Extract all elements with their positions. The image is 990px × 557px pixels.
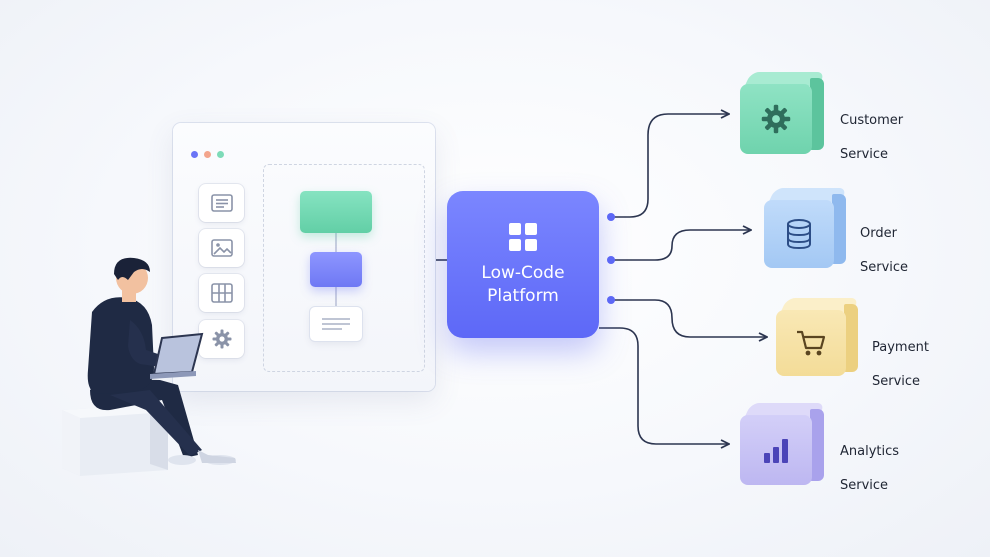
laptop-icon <box>150 332 204 379</box>
cube-side <box>810 409 824 481</box>
stool <box>62 405 168 476</box>
order-service-node[interactable] <box>764 188 848 270</box>
low-code-platform-node[interactable]: Low-Code Platform <box>447 191 599 338</box>
payment-service-label: Payment Service <box>872 322 929 407</box>
torso <box>87 297 154 394</box>
analytics-service-line2: Service <box>840 478 889 493</box>
port-dot-1 <box>607 213 615 221</box>
customer-service-line2: Service <box>840 147 889 162</box>
image-icon <box>210 239 233 257</box>
platform-label-line1: Low-Code <box>481 262 565 283</box>
analytics-service-label: Analytics Service <box>840 426 899 511</box>
analytics-service-node[interactable] <box>740 403 826 487</box>
payment-service-line2: Service <box>872 374 921 389</box>
port-dot-3 <box>607 296 615 304</box>
gear-icon <box>212 329 231 349</box>
order-service-label: Order Service <box>860 208 908 293</box>
flow-block-text[interactable] <box>310 307 362 341</box>
text-lines-icon <box>322 318 350 330</box>
window-dot-green <box>217 151 224 158</box>
port-dot-2 <box>607 256 615 264</box>
order-service-line1: Order <box>860 226 897 241</box>
shoe-left <box>168 455 196 465</box>
customer-service-node[interactable] <box>740 72 826 156</box>
analytics-service-line1: Analytics <box>840 444 900 459</box>
design-canvas[interactable] <box>263 164 425 372</box>
table-icon <box>210 283 233 303</box>
platform-label-line2: Platform <box>487 285 559 306</box>
tool-table[interactable] <box>199 274 244 312</box>
cart-icon <box>797 330 826 356</box>
window-dot-orange <box>204 151 211 158</box>
bar-chart-icon <box>764 439 788 463</box>
legs <box>90 379 202 458</box>
cube-side <box>810 78 824 150</box>
tool-image[interactable] <box>199 229 244 267</box>
connector-customer-service <box>611 114 728 218</box>
order-service-line2: Service <box>860 260 909 275</box>
database-icon <box>787 219 811 249</box>
connector-payment-service <box>611 299 766 337</box>
payment-service-line1: Payment <box>872 340 929 355</box>
gear-icon <box>761 104 791 134</box>
hair <box>114 257 150 280</box>
cube-side <box>844 304 858 372</box>
cube-face <box>764 200 834 268</box>
list-icon <box>210 194 233 212</box>
platform-label: Low-Code Platform <box>481 262 564 308</box>
developer-illustration <box>62 257 236 476</box>
connector-analytics-service <box>599 327 728 444</box>
cube-face <box>776 310 846 376</box>
window-dot-blue <box>191 151 198 158</box>
grid-icon <box>509 222 537 251</box>
customer-service-line1: Customer <box>840 113 904 128</box>
customer-service-label: Customer Service <box>840 95 903 180</box>
flow-block-purple[interactable] <box>310 252 362 287</box>
cube-side <box>832 194 846 264</box>
flow-block-green[interactable] <box>300 191 372 233</box>
cube-face <box>740 415 812 485</box>
tool-list[interactable] <box>199 184 244 222</box>
tool-settings[interactable] <box>199 320 244 358</box>
connector-order-service <box>611 230 750 261</box>
cube-face <box>740 84 812 154</box>
payment-service-node[interactable] <box>776 298 860 378</box>
